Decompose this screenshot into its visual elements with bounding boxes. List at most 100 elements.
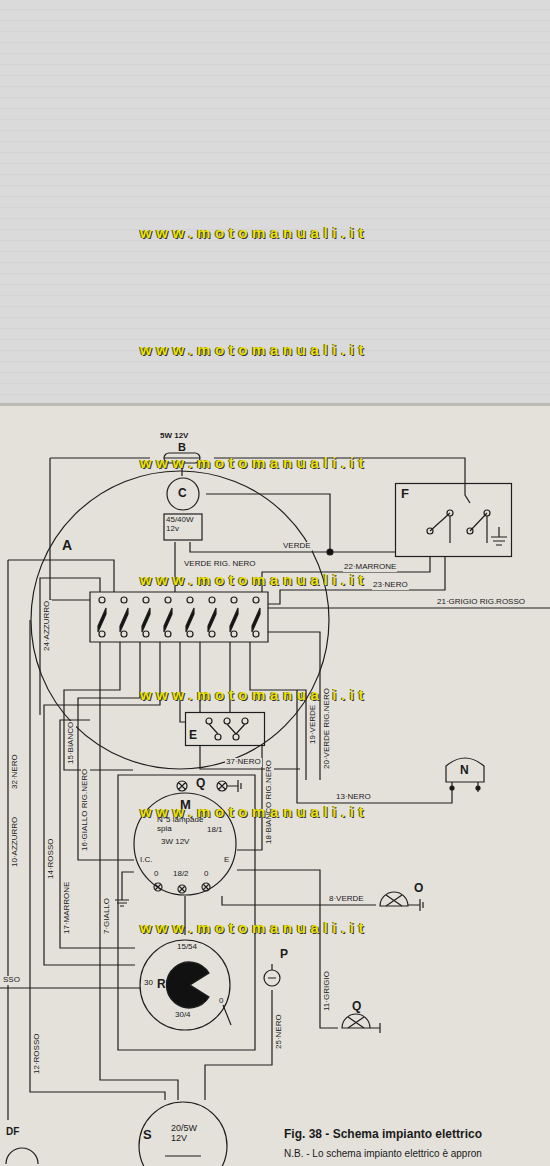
lamp-symbol: Q xyxy=(338,1000,384,1042)
part-letter: Q xyxy=(196,777,205,790)
ground-symbol xyxy=(115,872,134,906)
part-text: 30/4 xyxy=(175,1011,191,1020)
part-letter: O xyxy=(414,882,423,895)
fuse-bar xyxy=(142,608,150,632)
watermark-text: www.motomanuali.it xyxy=(140,455,368,472)
part-text: 0 xyxy=(219,997,223,1006)
watermark-text: www.motomanuali.it xyxy=(140,225,368,242)
wire xyxy=(180,642,230,722)
part-text: B xyxy=(178,441,186,453)
wire xyxy=(29,620,30,770)
part-letter: 5W 12V xyxy=(160,432,188,441)
part-text: 18/1 xyxy=(207,826,223,835)
junction-dot xyxy=(327,549,333,555)
part-text: 15/54 xyxy=(177,943,197,952)
wire-connector xyxy=(297,770,452,803)
part-text: 20/5W 12V xyxy=(171,1124,205,1144)
part-text: 45/40W 12v xyxy=(166,516,202,534)
wire-label: 17·MARRONE xyxy=(63,881,72,935)
connector-block: E xyxy=(185,712,265,746)
switch-symbol: P xyxy=(258,948,298,990)
wire-label: 37·NERO xyxy=(225,758,262,767)
lamp-symbol xyxy=(178,885,186,893)
fuse-bar xyxy=(186,608,194,632)
dynamo-symbol: DF xyxy=(4,1126,38,1164)
lamp-symbol xyxy=(202,883,210,891)
watermark-text: www.motomanuali.it xyxy=(140,687,368,704)
wire-label: 7·GIALLO xyxy=(103,897,112,935)
light-switch-outline xyxy=(395,483,512,557)
note-text: N.B. - Lo schema impianto elettrico è ap… xyxy=(284,1148,482,1159)
wire-label: 20·VERDE RIG.NERO xyxy=(323,687,332,770)
wire-label: 18·BIANCO RIG.NERO xyxy=(265,759,274,845)
part-letter: A xyxy=(62,538,72,553)
wire xyxy=(268,632,320,780)
wire-label: 12·ROSSO xyxy=(33,1033,42,1075)
part-letter: Q xyxy=(352,1000,361,1013)
wire-label: 24·AZZURRO xyxy=(43,600,52,652)
part-letter: N xyxy=(460,764,469,777)
watermark-text: www.motomanuali.it xyxy=(140,342,368,359)
terminal-screw xyxy=(209,597,215,637)
part-text: 3W 12V xyxy=(161,838,189,847)
paper-edge xyxy=(0,403,550,406)
terminal-strip xyxy=(90,592,268,642)
part-text: 30 xyxy=(144,979,153,988)
wire-label: 16·GIALLO RIG.NERO xyxy=(81,768,90,852)
terminal-screw xyxy=(99,597,105,637)
wire-label: 0 xyxy=(153,870,159,879)
wire-connector xyxy=(222,896,376,905)
wire-label: 32·NERO xyxy=(11,753,20,790)
wire xyxy=(60,720,90,770)
fuse-bar xyxy=(120,608,128,632)
wire-label: 10·AZZURRO xyxy=(11,816,20,868)
part-letter: P xyxy=(280,948,288,961)
wire xyxy=(40,578,100,715)
light-switch: F xyxy=(395,483,512,557)
wire-connector xyxy=(205,990,272,1100)
terminal-screw xyxy=(165,597,171,637)
fuse-bar xyxy=(208,608,216,632)
wire-label: E xyxy=(223,856,230,865)
wire xyxy=(50,458,465,600)
wire-label: 14·ROSSO xyxy=(47,838,56,880)
indicator-letter: Q xyxy=(194,776,210,792)
wire-label: 15·BIANCO xyxy=(67,721,76,765)
wire xyxy=(0,987,140,988)
switch-symbol-outline xyxy=(258,948,298,990)
wire-label: 25·NERO xyxy=(275,1013,284,1050)
part-letter: S xyxy=(143,1128,152,1142)
terminal-screw xyxy=(121,597,127,637)
part-letter: DF xyxy=(6,1126,19,1137)
wire xyxy=(268,607,550,608)
part-letter: R xyxy=(157,978,166,991)
fuse-bar xyxy=(252,608,260,632)
wire-label: 0 xyxy=(203,870,209,879)
wire xyxy=(200,746,300,769)
wire-connector xyxy=(237,870,338,1028)
terminal-screw xyxy=(187,597,193,637)
part-letter: F xyxy=(401,487,409,501)
wire-label: I.C. xyxy=(139,856,153,865)
part-letter: E xyxy=(189,729,197,742)
headlamp-bulb: C45/40W 12v xyxy=(160,476,206,542)
lamp-symbol xyxy=(217,781,227,791)
wire-label: SSO xyxy=(2,976,21,985)
ignition-switch: R 15/54 30 30/4 0 xyxy=(135,935,245,1035)
wire xyxy=(8,560,114,1120)
wire-label: 8·VERDE xyxy=(328,895,365,904)
wire-label: 23·NERO xyxy=(372,581,409,590)
wire-label: VERDE xyxy=(282,542,312,551)
lamp-symbol: O xyxy=(376,882,428,920)
terminal-screw xyxy=(253,597,259,637)
fuse-bar xyxy=(230,608,238,632)
watermark-text: www.motomanuali.it xyxy=(140,920,368,937)
fuse-bar xyxy=(164,608,172,632)
wire-label: 19·VERDE xyxy=(309,704,318,745)
ground-symbol xyxy=(227,780,241,792)
horn-symbol: N xyxy=(440,752,490,800)
wire xyxy=(99,642,100,770)
wire-label: 11·GRIGIO xyxy=(323,970,332,1012)
wire-label: 13·NERO xyxy=(335,793,372,802)
